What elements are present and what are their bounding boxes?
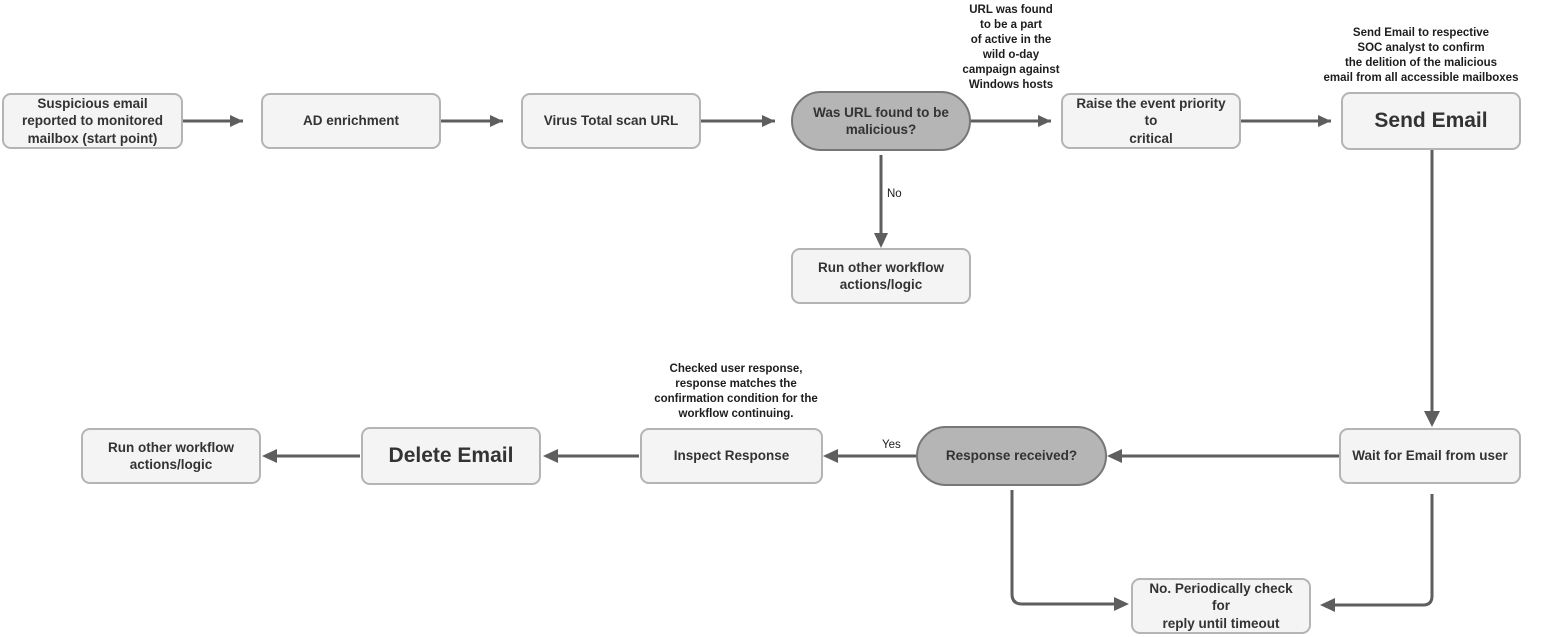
edge-wait-to-periodic [1320, 494, 1434, 612]
edge-wait-to-response [1107, 449, 1339, 463]
edge-inspect-to-delete [543, 449, 639, 463]
edge-delete-to-run-other-bottom [262, 449, 360, 463]
edge-start-to-ad [183, 115, 243, 127]
node-ad-enrichment[interactable]: AD enrichment [261, 93, 441, 149]
edge-raise-to-send-email [1241, 115, 1331, 127]
edge-label-yes: Yes [882, 439, 901, 451]
node-response-received[interactable]: Response received? [916, 426, 1107, 486]
note-checked-user-response: Checked user response, response matches … [654, 363, 818, 420]
node-delete-email[interactable]: Delete Email [361, 427, 541, 485]
node-inspect-response[interactable]: Inspect Response [640, 428, 823, 484]
node-run-other-workflow-top[interactable]: Run other workflow actions/logic [791, 248, 971, 304]
edge-response-to-inspect [823, 449, 916, 463]
node-was-url-malicious[interactable]: Was URL found to be malicious? [791, 91, 971, 151]
node-send-email[interactable]: Send Email [1341, 92, 1521, 150]
node-periodically-check[interactable]: No. Periodically check for reply until t… [1131, 578, 1311, 634]
node-raise-priority[interactable]: Raise the event priority to critical [1061, 93, 1241, 149]
node-virus-total-scan[interactable]: Virus Total scan URL [521, 93, 701, 149]
edge-label-no: No [887, 188, 902, 200]
edge-malicious-to-run-other-top [874, 155, 888, 248]
note-soc-confirm-deletion: Send Email to respective SOC analyst to … [1323, 27, 1519, 84]
node-start[interactable]: Suspicious email reported to monitored m… [2, 93, 183, 149]
edge-send-email-to-wait [1424, 150, 1440, 427]
note-zero-day-campaign: URL was found to be a part of active in … [962, 4, 1060, 91]
node-wait-for-email[interactable]: Wait for Email from user [1339, 428, 1521, 484]
edge-malicious-to-raise [971, 115, 1051, 127]
edge-ad-to-vt [441, 115, 503, 127]
edge-vt-to-malicious [701, 115, 775, 127]
node-run-other-workflow-bottom[interactable]: Run other workflow actions/logic [81, 428, 261, 484]
edge-response-to-periodic [1010, 490, 1129, 611]
